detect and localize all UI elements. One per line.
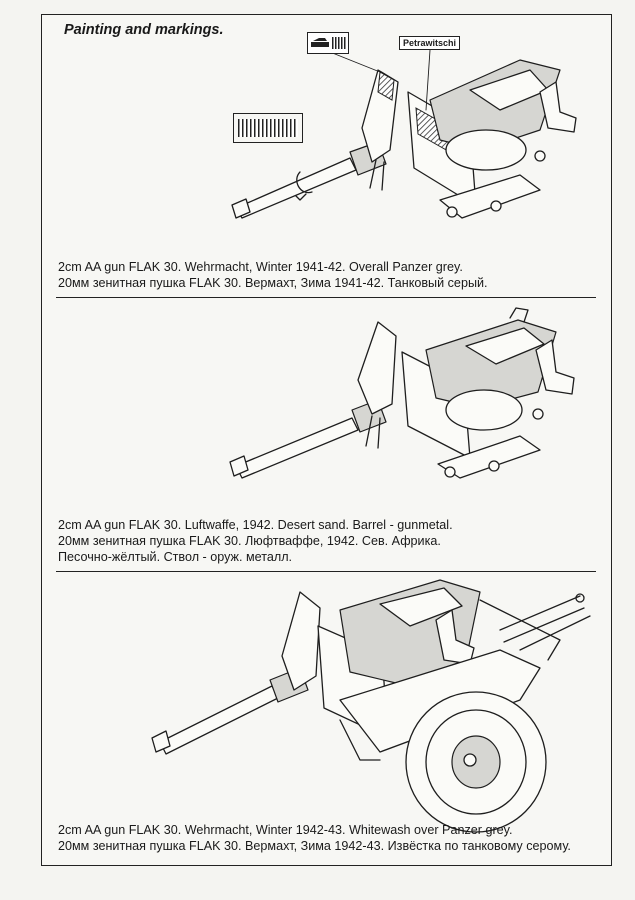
caption-1: 2cm AA gun FLAK 30. Wehrmacht, Winter 19… bbox=[58, 259, 488, 291]
caption-1-ru: 20мм зенитная пушка FLAK 30. Вермахт, Зи… bbox=[58, 276, 488, 290]
caption-3: 2cm AA gun FLAK 30. Wehrmacht, Winter 19… bbox=[58, 822, 571, 854]
section-divider-2 bbox=[56, 571, 596, 572]
caption-3-ru: 20мм зенитная пушка FLAK 30. Вермахт, Зи… bbox=[58, 839, 571, 853]
caption-2-en: 2cm AA gun FLAK 30. Luftwaffe, 1942. Des… bbox=[58, 518, 453, 532]
kill-rings-icon bbox=[233, 113, 303, 143]
tank-silhouette-icon bbox=[311, 37, 346, 49]
caption-2-ru-2: Песочно-жёлтый. Ствол - оруж. металл. bbox=[58, 550, 293, 564]
caption-2: 2cm AA gun FLAK 30. Luftwaffe, 1942. Des… bbox=[58, 517, 453, 565]
page-title: Painting and markings. bbox=[64, 22, 224, 38]
caption-2-ru: 20мм зенитная пушка FLAK 30. Люфтваффе, … bbox=[58, 534, 441, 548]
caption-1-en: 2cm AA gun FLAK 30. Wehrmacht, Winter 19… bbox=[58, 260, 463, 274]
flak30-illustration-2 bbox=[229, 307, 575, 479]
section-divider-1 bbox=[56, 297, 596, 298]
caption-3-en: 2cm AA gun FLAK 30. Wehrmacht, Winter 19… bbox=[58, 823, 513, 837]
flak30-illustration-1 bbox=[231, 49, 577, 219]
marking-label: Petrawitschi bbox=[399, 36, 461, 50]
tank-kill-marking bbox=[307, 32, 349, 54]
